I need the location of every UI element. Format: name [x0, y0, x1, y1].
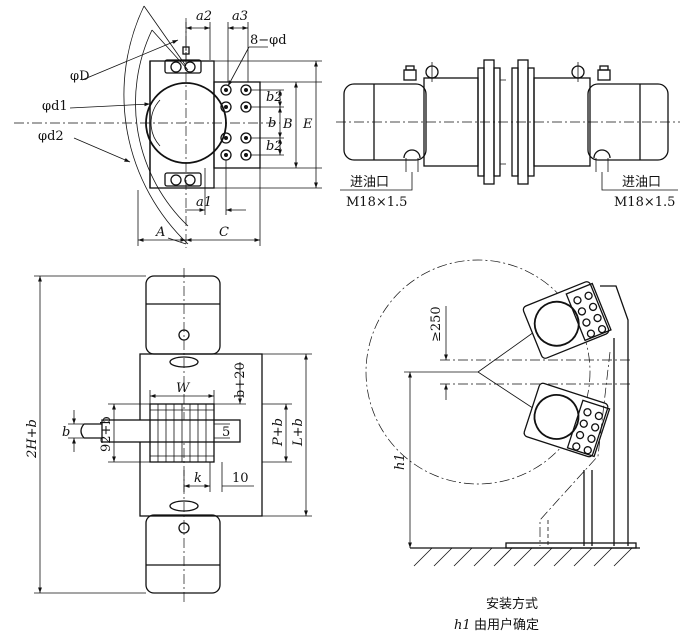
label-W: W: [176, 381, 191, 396]
label-k: k: [194, 471, 202, 486]
bottom-right-view: ≥250 h1 安装方式 h1 由用户确定: [365, 259, 640, 633]
lower-vibrator: [523, 382, 611, 458]
label-phid1: φd1: [42, 99, 68, 114]
caption-h1-var: h1: [454, 618, 471, 633]
bottom-left-view: W b+20 92+b b 5 P+b L+b 2H+b k 10: [25, 268, 312, 604]
caption-h1-text: 由用户确定: [474, 617, 539, 633]
label-h1: h1: [393, 453, 408, 470]
caption-install-method: 安装方式: [486, 596, 538, 612]
label-phid2: φd2: [38, 129, 64, 144]
top-right-view: 进油口 M18×1.5 进油口 M18×1.5: [336, 59, 680, 210]
label-L-plus-b: L+b: [291, 418, 306, 447]
label-oil-spec-left: M18×1.5: [346, 195, 407, 210]
top-left-view: a2 a3 8−φd b2 b b2 B E φD φd1 φd2 a1 A C: [14, 5, 322, 248]
label-ge-250: ≥250: [429, 306, 444, 342]
label-E: E: [302, 117, 313, 132]
label-2H-plus-b: 2H+b: [25, 419, 40, 459]
upper-vibrator: [522, 281, 612, 359]
label-5: 5: [222, 425, 230, 440]
label-a3: a3: [232, 9, 248, 24]
label-B: B: [282, 117, 293, 132]
label-10: 10: [232, 471, 249, 486]
label-C: C: [219, 225, 229, 240]
label-oil-spec-right: M18×1.5: [614, 195, 675, 210]
label-P-plus-b: P+b: [271, 418, 286, 447]
label-92-plus-b: 92+b: [99, 416, 114, 452]
label-holes: 8−φd: [250, 33, 287, 48]
label-a2: a2: [196, 9, 212, 24]
label-A: A: [155, 225, 165, 240]
label-oil-inlet-left: 进油口: [350, 175, 389, 190]
label-b: b: [268, 116, 276, 131]
label-b2-top: b2: [266, 90, 283, 105]
label-a1: a1: [196, 195, 212, 210]
label-b-shaft: b: [62, 425, 70, 440]
label-oil-inlet-right: 进油口: [622, 175, 661, 190]
label-b2-bottom: b2: [266, 139, 283, 154]
label-b-plus-20: b+20: [233, 362, 248, 398]
label-phiD: φD: [70, 69, 90, 84]
